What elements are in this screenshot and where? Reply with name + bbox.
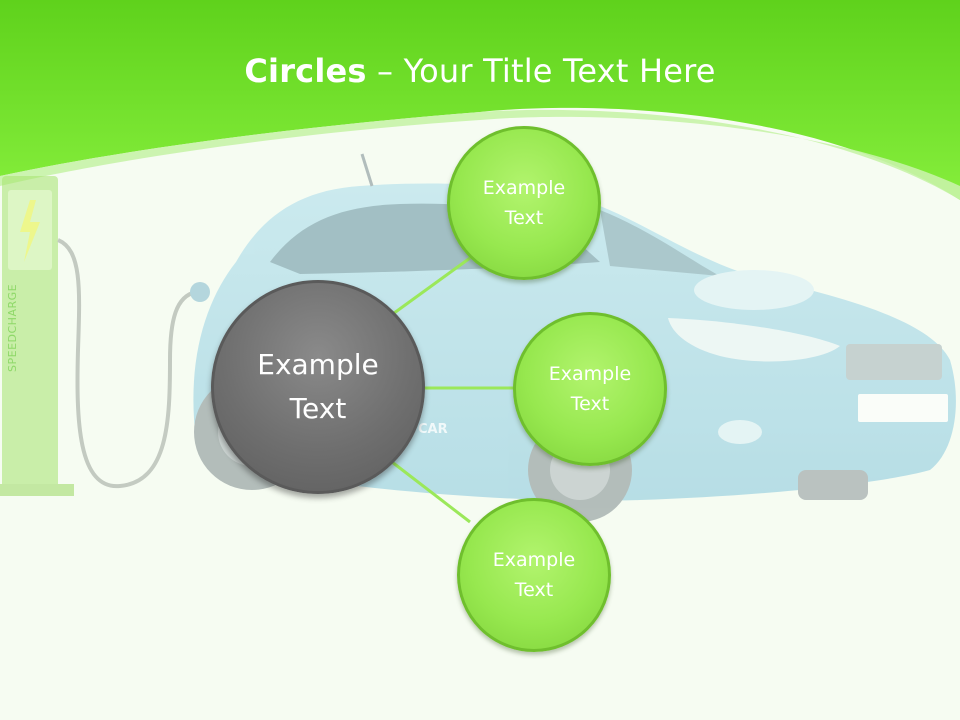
center-circle-label: Example Text [257, 348, 379, 425]
node-circle-top[interactable]: Example Text [447, 126, 601, 280]
charging-pump [0, 176, 210, 496]
header-band [0, 0, 960, 200]
node-circle-bottom[interactable]: Example Text [457, 498, 611, 652]
node-circle-middle[interactable]: Example Text [513, 312, 667, 466]
pump-label: SPEEDCHARGE [6, 283, 19, 372]
node-top-label: Example Text [482, 177, 566, 229]
node-middle-label: Example Text [548, 363, 632, 415]
center-circle[interactable]: Example Text [211, 280, 425, 494]
title-rest: – Your Title Text Here [366, 52, 716, 90]
node-bottom-label: Example Text [492, 549, 576, 601]
title-bold: Circles [244, 52, 367, 90]
connectors [389, 256, 516, 524]
car-label: CAR [418, 422, 448, 437]
slide-title: Circles – Your Title Text Here [0, 52, 960, 90]
